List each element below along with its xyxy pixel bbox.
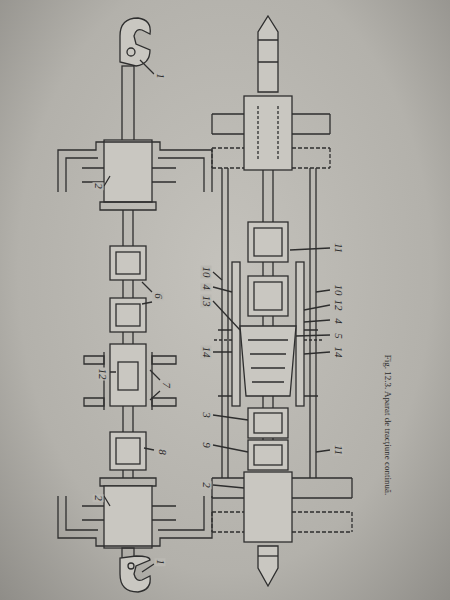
callout-number: 3 (201, 411, 212, 419)
callout-number: 12 (97, 368, 108, 381)
callout-number: 2 (201, 481, 212, 489)
callout-number: 2 (93, 494, 104, 502)
callout-number: 11 (333, 444, 344, 456)
callout-number: 10 (333, 284, 344, 297)
figure-caption: Fig. 12.3. Aparat de tracţiune continuă. (383, 355, 393, 496)
callout-number: 13 (201, 295, 212, 308)
callout-number: 2 (93, 182, 104, 190)
callout-number: 9 (201, 441, 212, 449)
callout-number: 6 (153, 292, 164, 300)
callout-number: 10 (201, 266, 212, 279)
callout-number: 4 (333, 317, 344, 325)
callout-number: 4 (201, 283, 212, 291)
callout-number: 1 (155, 72, 166, 80)
callout-number: 14 (333, 346, 344, 359)
callout-number: 14 (201, 346, 212, 359)
callout-number: 8 (157, 448, 168, 456)
callout-number: 1 (155, 558, 166, 566)
callout-number: 7 (161, 381, 172, 389)
callout-number: 12 (333, 299, 344, 312)
callout-number: 11 (333, 242, 344, 254)
callout-number: 5 (333, 332, 344, 340)
